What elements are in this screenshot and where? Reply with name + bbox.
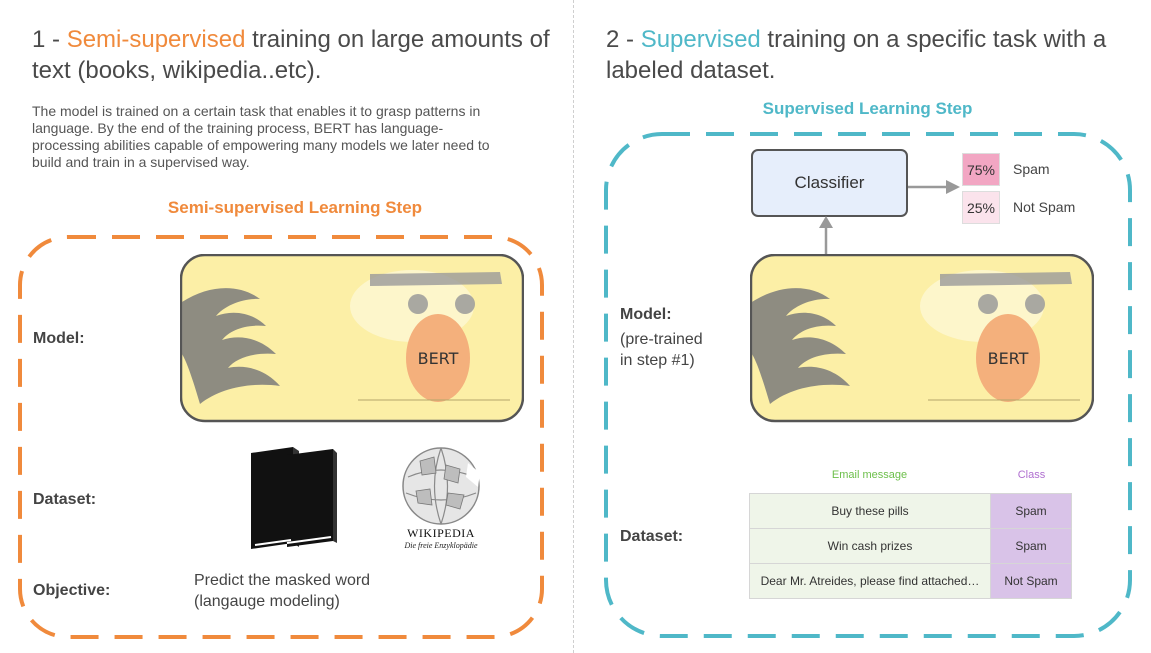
table-cell-message: Buy these pills xyxy=(749,493,991,529)
right-heading-rest: training on a specific task with a label… xyxy=(606,26,1107,84)
column-header-class: Class xyxy=(1017,469,1046,481)
bert-label: BERT xyxy=(418,349,459,368)
spam-output-label: Spam xyxy=(1013,161,1050,177)
not-spam-probability: 25% xyxy=(962,191,1000,224)
classifier-box: Classifier xyxy=(751,149,908,217)
left-heading: 1 - Semi-supervised training on large am… xyxy=(32,24,552,86)
objective-text: Predict the masked word (langauge modeli… xyxy=(194,570,454,612)
objective-line-2: (langauge modeling) xyxy=(194,593,340,610)
right-model-label: Model: xyxy=(620,306,672,323)
model-sub-line-2: in step #1) xyxy=(620,352,695,369)
column-header-email-message: Email message xyxy=(831,469,908,481)
table-row: Win cash prizes Spam xyxy=(749,528,1072,564)
right-step-title: Supervised Learning Step xyxy=(762,99,973,118)
flame-icon xyxy=(752,288,850,404)
objective-line-1: Predict the masked word xyxy=(194,572,371,589)
model-to-classifier-arrow xyxy=(819,216,833,254)
dataset-table: Buy these pills Spam Win cash prizes Spa… xyxy=(749,493,1072,599)
books-icon xyxy=(251,447,337,549)
left-step-title: Semi-supervised Learning Step xyxy=(167,198,423,217)
left-model-label: Model: xyxy=(33,330,85,347)
right-model-sub-label: (pre-trained in step #1) xyxy=(620,329,703,371)
right-heading-accent: Supervised xyxy=(640,26,761,53)
center-divider xyxy=(573,0,574,653)
wikipedia-name: WIKIPEDIA xyxy=(407,526,475,540)
table-row: Dear Mr. Atreides, please find attached…… xyxy=(749,563,1072,599)
right-heading: 2 - Supervised training on a specific ta… xyxy=(606,24,1136,86)
model-sub-line-1: (pre-trained xyxy=(620,331,703,348)
spam-probability: 75% xyxy=(962,153,1000,186)
right-dataset-label: Dataset: xyxy=(620,528,684,545)
table-row: Buy these pills Spam xyxy=(749,493,1072,529)
right-step-frame xyxy=(604,132,1132,638)
wikipedia-globe-icon xyxy=(402,447,480,525)
flame-icon xyxy=(182,288,280,404)
classifier-output-arrow xyxy=(908,180,960,194)
left-heading-prefix: 1 - xyxy=(32,26,67,53)
table-cell-class: Spam xyxy=(990,528,1072,564)
left-heading-rest: training on large amounts of text (books… xyxy=(32,26,550,84)
bert-pretrained-illustration: BERT xyxy=(750,254,1094,423)
left-dataset-label: Dataset: xyxy=(33,491,97,508)
table-cell-class: Spam xyxy=(990,493,1072,529)
not-spam-output-label: Not Spam xyxy=(1013,199,1076,215)
wikipedia-tagline: Die freie Enzyklopädie xyxy=(404,541,478,550)
table-cell-class: Not Spam xyxy=(990,563,1072,599)
left-objective-label: Objective: xyxy=(33,582,111,599)
table-cell-message: Dear Mr. Atreides, please find attached… xyxy=(749,563,991,599)
bert-label: BERT xyxy=(988,349,1029,368)
left-heading-accent: Semi-supervised xyxy=(66,26,246,53)
right-heading-prefix: 2 - xyxy=(606,26,641,53)
left-description: The model is trained on a certain task t… xyxy=(32,103,490,170)
table-cell-message: Win cash prizes xyxy=(749,528,991,564)
bert-model-illustration: BERT xyxy=(180,254,524,423)
